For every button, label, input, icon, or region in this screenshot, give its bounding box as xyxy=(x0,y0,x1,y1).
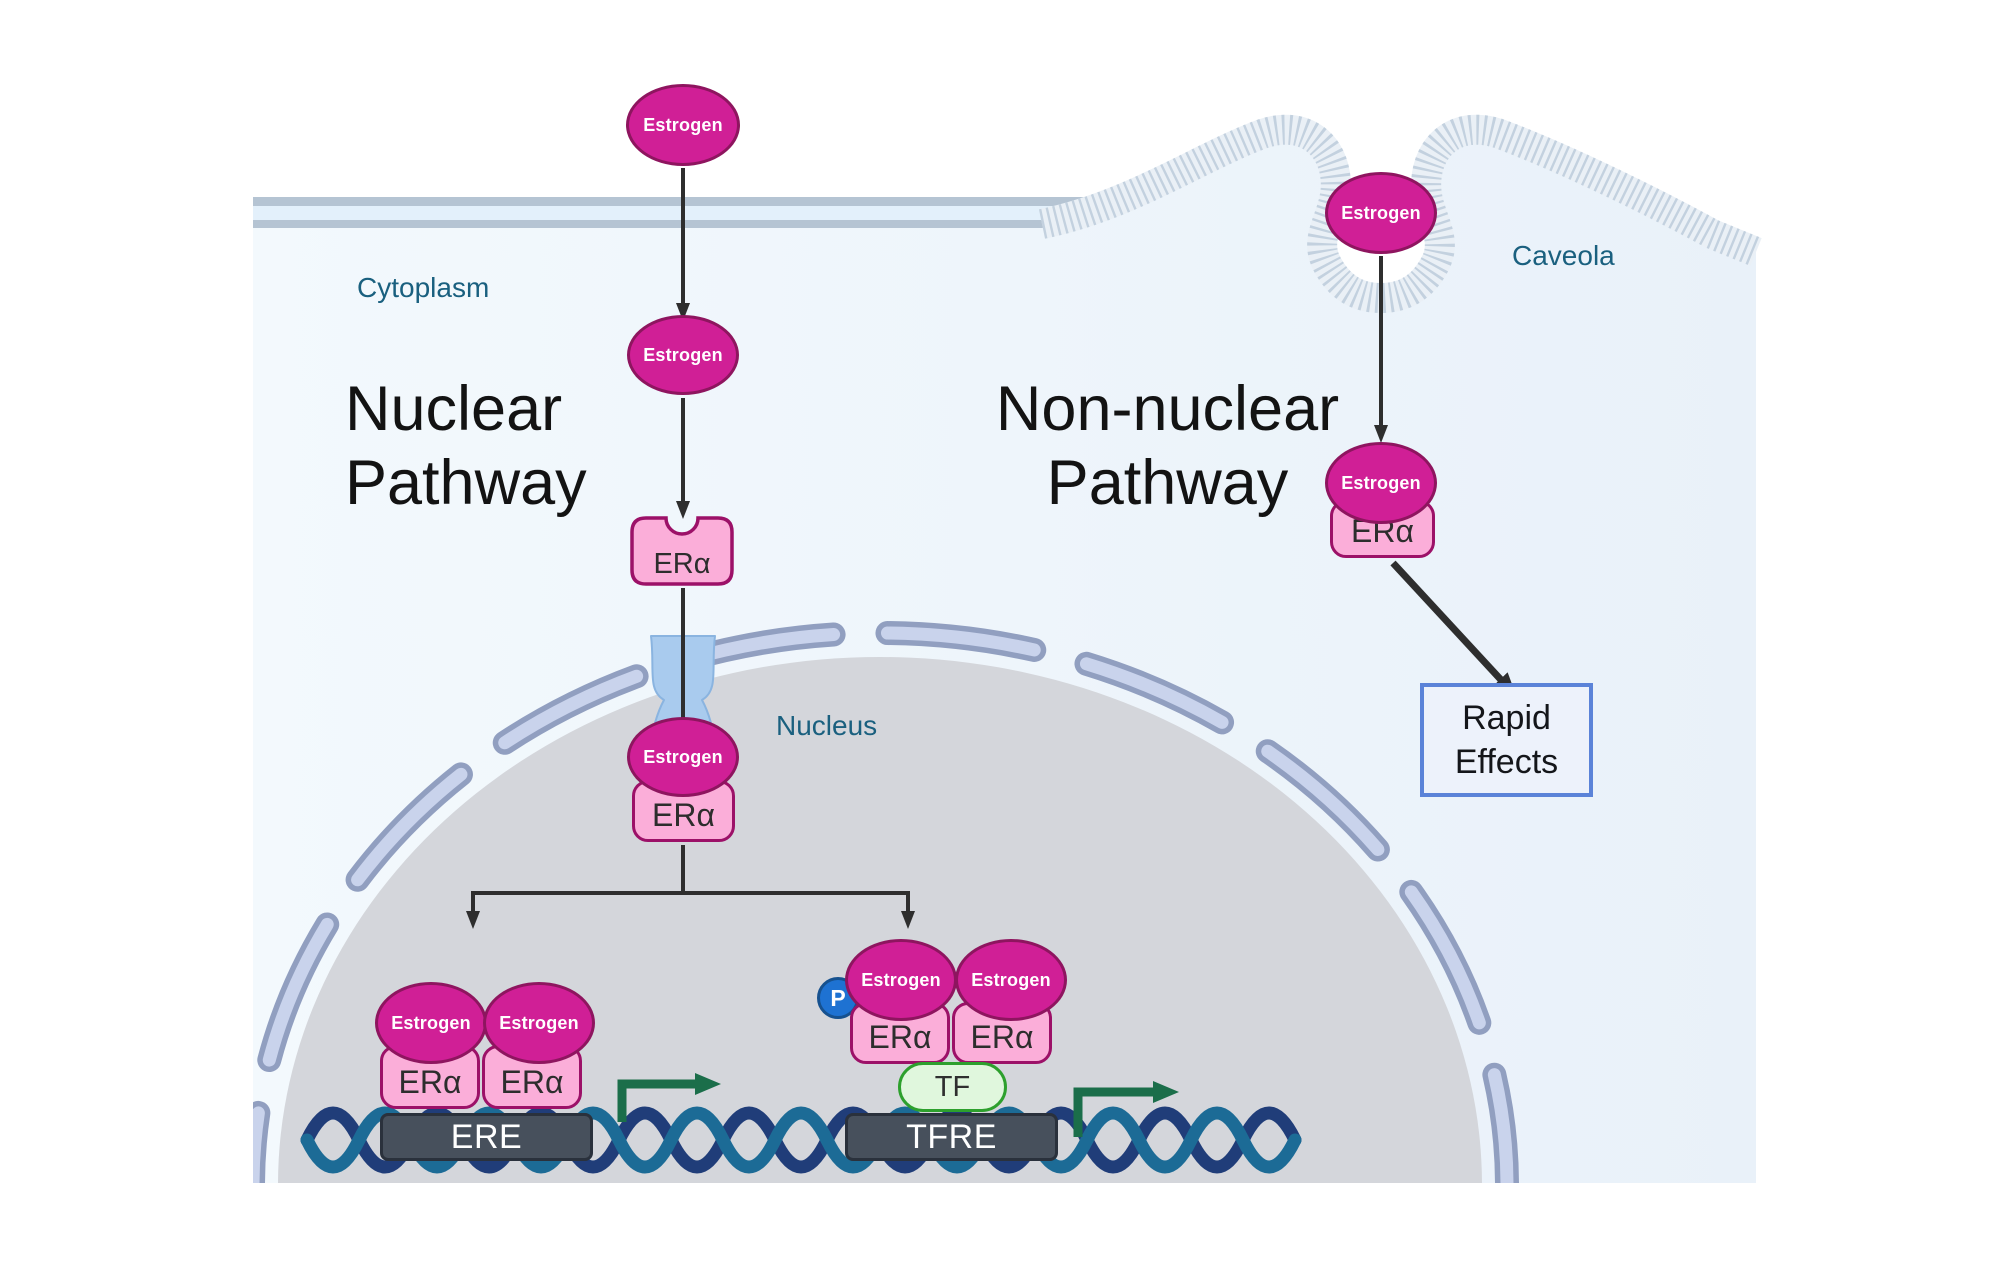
transcription-factor: TF xyxy=(898,1062,1007,1112)
estrogen-tfre-left: Estrogen xyxy=(845,939,957,1021)
er-alpha-receptor-label: ERα xyxy=(653,548,711,580)
estrogen-pore-complex: Estrogen xyxy=(627,717,739,797)
non-nuclear-pathway-title-line1: Non-nuclear xyxy=(995,374,1340,444)
transcription-arrow-ere xyxy=(617,1073,721,1122)
cytoplasm-label: Cytoplasm xyxy=(357,272,490,303)
ere-element: ERE xyxy=(380,1113,593,1161)
estrogen-membrane-complex: Estrogen xyxy=(1325,442,1437,524)
non-nuclear-pathway-title-line2: Pathway xyxy=(1046,448,1289,518)
estrogen-ere-left: Estrogen xyxy=(375,982,487,1064)
nuclear-pathway-title-line1: Nuclear xyxy=(345,374,563,444)
nucleus-label: Nucleus xyxy=(776,710,878,741)
rapid-effects-line1: Rapid xyxy=(1462,699,1551,737)
caveola-label: Caveola xyxy=(1512,240,1615,271)
plasma-membrane xyxy=(253,197,1085,228)
transcription-arrows xyxy=(617,1073,1179,1137)
estrogen-extracellular: Estrogen xyxy=(626,84,740,166)
nuclear-pathway-title: Nuclear Pathway xyxy=(345,372,587,520)
transcription-arrow-tfre xyxy=(1073,1081,1179,1137)
flow-arrows xyxy=(466,168,1517,929)
er-alpha-receptor-shape xyxy=(630,516,734,586)
er-alpha-receptor: ERα xyxy=(630,516,734,586)
estrogen-tfre-right: Estrogen xyxy=(955,939,1067,1021)
er-alpha-ere-right: ERα xyxy=(482,1045,582,1109)
nuclear-pathway-title-line2: Pathway xyxy=(345,448,587,518)
estrogen-cytoplasm: Estrogen xyxy=(627,315,739,395)
tfre-element: TFRE xyxy=(845,1113,1058,1161)
estrogen-ere-right: Estrogen xyxy=(483,982,595,1064)
arrow-to-rapid-effects xyxy=(1390,560,1517,697)
rapid-effects-line2: Effects xyxy=(1454,743,1559,781)
non-nuclear-pathway-title: Non-nuclear Pathway xyxy=(995,372,1340,520)
rapid-effects-box: Rapid Effects xyxy=(1420,683,1593,797)
nucleus-envelope-outer xyxy=(253,621,1519,1183)
estrogen-caveola: Estrogen xyxy=(1325,172,1437,254)
